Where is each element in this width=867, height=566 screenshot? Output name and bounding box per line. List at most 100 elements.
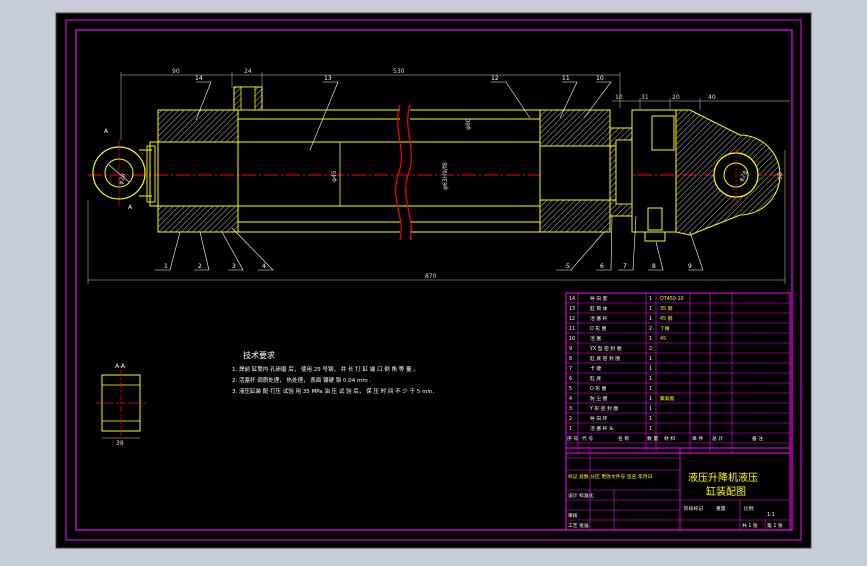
sheet-index: 第 1 张 [767,522,783,529]
scale-label: 比例 [744,505,754,512]
drawing-title-1: 液压升降机液压 [688,471,758,484]
balloon-8: 8 [652,263,656,270]
balloon-12: 12 [491,75,499,82]
parts-row-no: 10 [569,336,575,342]
balloon-2: 2 [198,263,202,270]
dim-left-eye: φ28 [117,172,128,185]
dim-bore: φ80 [465,118,472,130]
parts-row-qty: 1 [649,366,652,372]
parts-row-material: 35 钢 [660,305,673,312]
dim-total: 870 [425,273,437,280]
parts-row-no: 1 [569,426,572,432]
parts-row-name: Y 形 密 封 圈 [589,405,618,412]
parts-row-name: O 形 圈 [590,325,607,332]
parts-row-no: 2 [569,416,572,422]
parts-header-qty: 数 量 [647,435,658,442]
weight-label: 重量 [716,505,726,512]
dim-right-eye: φ28 [738,169,750,183]
parts-row-material: 丁腈 [660,325,670,332]
section-a-a: A-A 38 [96,363,146,447]
dim-rod-dia: φ45 [331,170,338,182]
balloon-4: 4 [262,263,266,270]
title-block-row4: 工艺 批准 [568,522,589,529]
parts-row-qty: 2 [649,346,652,352]
tech-title: 技术要求 [243,350,275,360]
balloon-6: 6 [600,263,604,270]
balloon-10: 10 [596,75,604,82]
parts-row-qty: 1 [649,406,652,412]
parts-row-qty: 1 [649,376,652,382]
parts-row-name: 活 塞 [590,335,601,342]
section-label: A-A [115,363,126,370]
balloon-14: 14 [195,75,203,82]
parts-header-material: 材 料 [664,435,675,442]
title-block-row2: 设计 标准化 [568,492,594,499]
parts-row-qty: 2 [649,326,652,332]
tech-line-1: 1. 焊前 缸筒内 孔研磨 后， 使用 25 号钢， 并 长 打 缸 端 口 倒… [232,365,419,373]
parts-row-qty: 1 [649,306,652,312]
balloon-13: 13 [324,75,332,82]
parts-row-no: 5 [569,386,572,392]
parts-row-name: 缸 筒 体 [590,305,608,312]
balloon-1: 1 [164,263,168,270]
parts-row-name: 缸 底 密 封 圈 [590,355,620,362]
parts-row-qty: 1 [649,316,652,322]
parts-row-qty: 1 [649,416,652,422]
parts-row-material: 聚氨酯 [660,395,675,402]
dim-tail: 98 [777,172,784,180]
parts-header-no: 序 号 [567,435,578,442]
parts-row-material: 45 钢 [660,315,673,322]
balloon-7: 7 [623,263,627,270]
parts-row-no: 8 [569,356,572,362]
parts-row-qty: 1 [649,336,652,342]
dim-a-top: A [104,128,109,135]
parts-row-name: O 形 圈 [590,385,607,392]
parts-row-qty: 1 [649,396,652,402]
parts-row-name: 卡 键 [590,365,601,372]
parts-row-no: 12 [569,316,575,322]
dim-10: 10 [615,94,623,101]
dim-20: 20 [672,94,680,101]
parts-row-name: YX 型 密 封 圈 [589,345,622,352]
parts-row-qty: 1 [649,426,652,432]
parts-row-qty: 1 [649,356,652,362]
parts-row-material: QT450-10 [660,296,684,302]
piston [539,109,611,147]
bottom-port-fitting [647,207,663,231]
parts-row-no: 9 [569,346,572,352]
dim-bore-fit: φ63H9/f8 [442,162,449,190]
parts-row-name: 导 向 套 [590,295,608,302]
parts-row-no: 11 [569,326,575,332]
parts-row-qty: 1 [649,386,652,392]
leader-lines [155,81,704,271]
parts-row-name: 防 尘 圈 [590,395,608,402]
parts-row-no: 13 [569,306,575,312]
parts-row-no: 14 [569,296,575,302]
parts-row-name: 缸 底 [590,375,601,382]
title-block: 标记 处数 分区 更改文件号 签名 年月日 设计 标准化 审核 工艺 批准 液压… [565,447,791,531]
outer-border [65,19,802,541]
parts-row-name: 活 塞 杆 头 [590,425,614,432]
dim-a-bot: A [128,204,133,211]
parts-header-total-weight: 总 计 [712,435,723,442]
parts-row-no: 4 [569,396,572,402]
dim-90: 90 [172,68,180,75]
title-block-row3: 审核 [568,512,578,519]
title-block-row1: 标记 处数 分区 更改文件号 签名 年月日 [568,473,652,480]
technical-requirements: 技术要求 1. 焊前 缸筒内 孔研磨 后， 使用 25 号钢， 并 长 打 缸 … [232,350,435,395]
rod-eye-inner [104,158,134,188]
tech-line-3: 3. 液压缸装 配 打压 试验 用 35 MPa 油 压 试 验 后， 保 压 … [232,387,435,395]
guide-sleeve-bottom [157,205,239,233]
rod-eye-outer [92,146,146,200]
parts-row-no: 7 [569,366,572,372]
inner-border [75,29,793,531]
break-line-2 [405,104,412,241]
balloon-3: 3 [232,263,236,270]
dim-31: 31 [641,94,649,101]
parts-header-note: 备 注 [752,435,763,442]
parts-row-no: 6 [569,376,572,382]
parts-row-no: 3 [569,406,572,412]
balloon-9: 9 [688,263,692,270]
